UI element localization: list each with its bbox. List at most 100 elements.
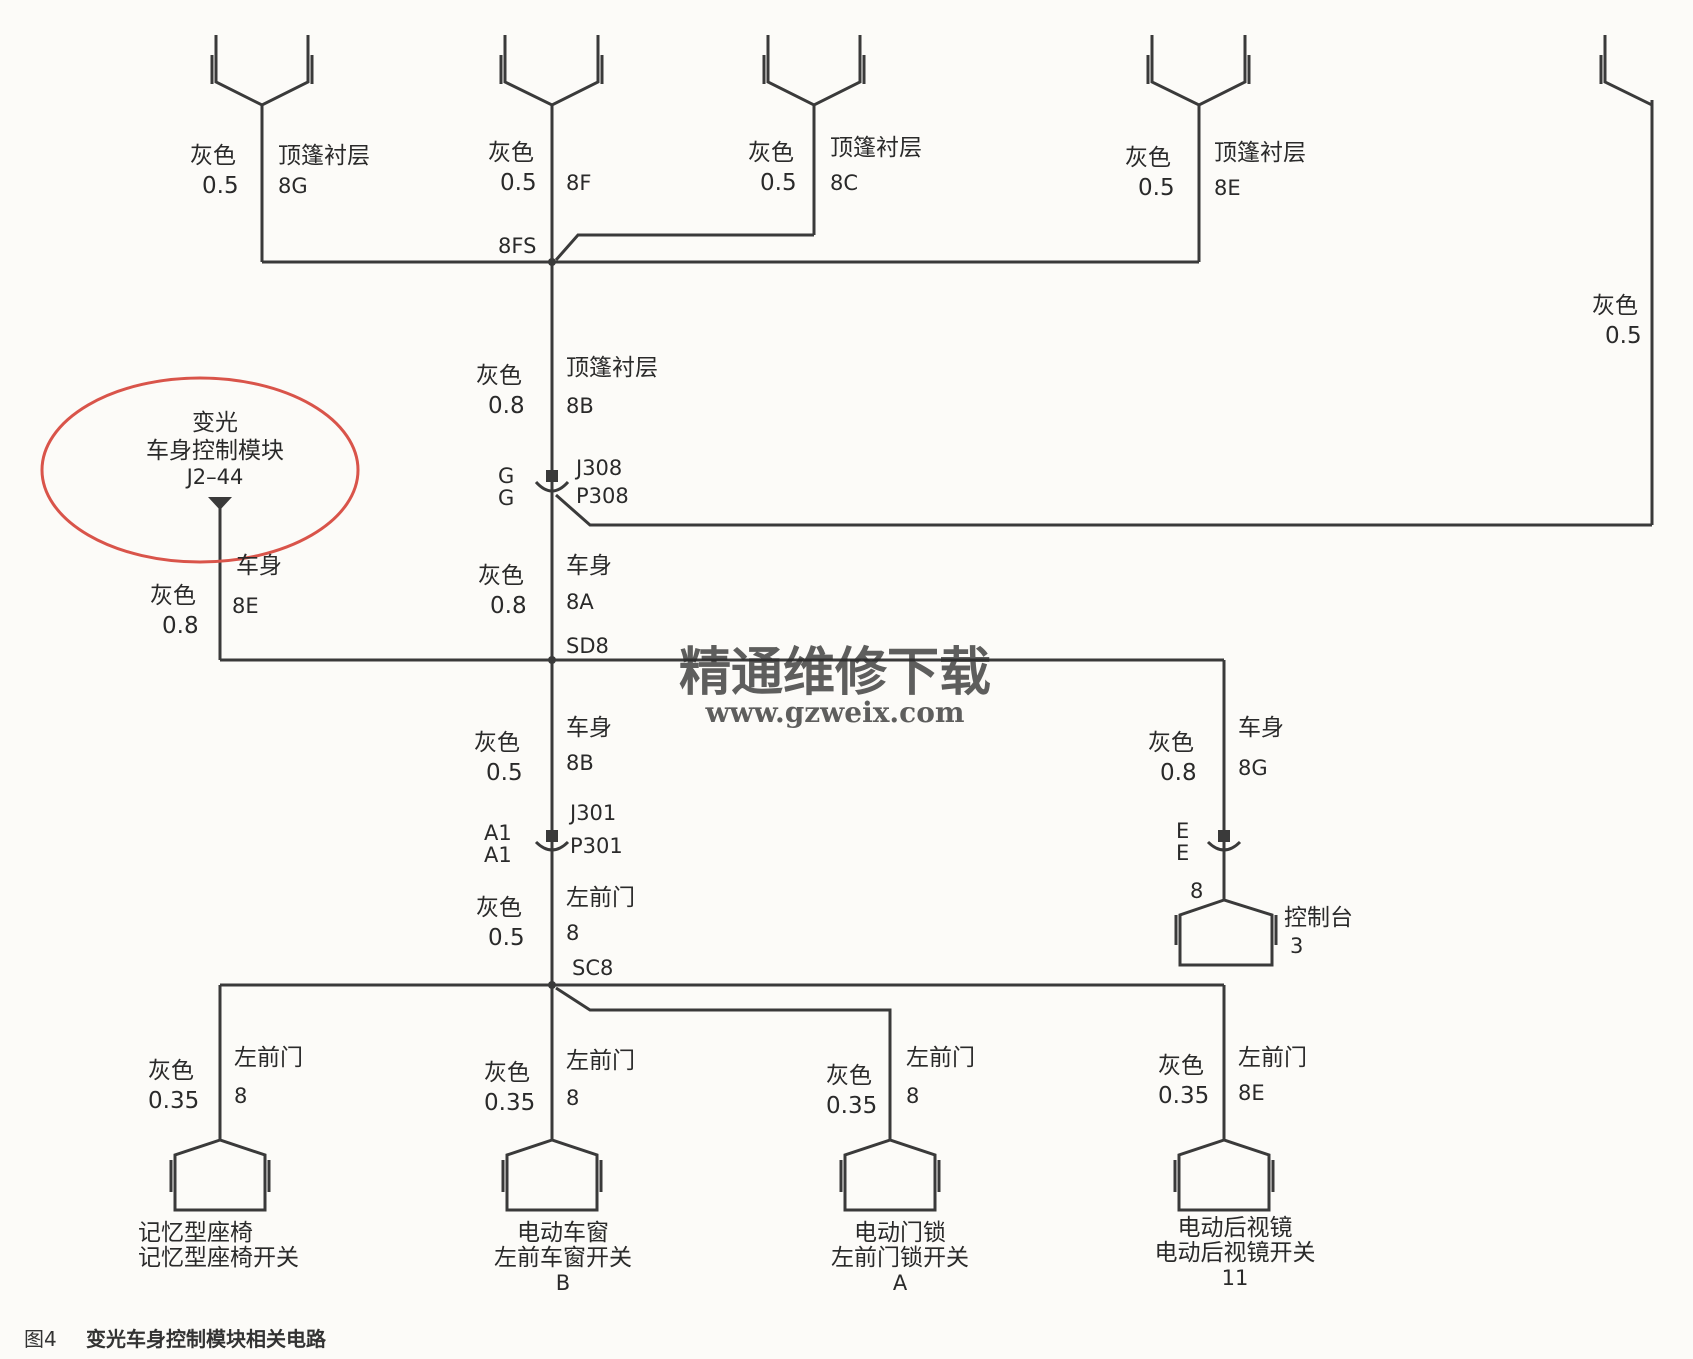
c5-color: 灰色: [1592, 293, 1638, 319]
console-num: 8: [1190, 879, 1203, 903]
connector-j308: [534, 470, 1652, 527]
splice-mid-label: SD8: [566, 634, 609, 658]
c4-pin: 8E: [1214, 176, 1241, 200]
c4-loc: 顶篷衬层: [1214, 140, 1306, 166]
c5-gauge: 0.5: [1605, 323, 1642, 349]
trunk3-color: 灰色: [474, 730, 520, 756]
console-pin: 8G: [1238, 756, 1268, 780]
b2-pin: 8: [566, 1086, 579, 1110]
b1-color: 灰色: [148, 1058, 194, 1084]
c3-gauge: 0.5: [760, 170, 797, 196]
b1-name2: 记忆型座椅开关: [138, 1245, 299, 1271]
trunk3-gauge: 0.5: [486, 760, 523, 786]
trunk2-gauge: 0.8: [490, 593, 527, 619]
b4-pin: 8E: [1238, 1081, 1265, 1105]
b3-loc: 左前门: [906, 1045, 975, 1071]
top-fork-2: [499, 35, 604, 262]
trunk1-color: 灰色: [476, 363, 522, 389]
b3-name2: 左前门锁开关: [831, 1245, 969, 1271]
c4-gauge: 0.5: [1138, 175, 1175, 201]
b3-pin: 8: [906, 1084, 919, 1108]
module-line1: 变光: [192, 410, 238, 436]
conn2-a1: A1: [484, 821, 512, 845]
connector-j301: [534, 830, 570, 852]
highlight-circle: [40, 376, 360, 564]
trunk4-color: 灰色: [476, 895, 522, 921]
trunk3-loc: 车身: [566, 715, 612, 741]
b4-name2: 电动后视镜开关: [1155, 1240, 1316, 1266]
b3-pin2: A: [893, 1271, 908, 1295]
c3-pin: 8C: [830, 171, 858, 195]
caption-number: 图4: [24, 1327, 57, 1351]
mod-loc: 车身: [236, 553, 282, 579]
trunk2-loc: 车身: [566, 553, 612, 579]
trunk2-color: 灰色: [478, 563, 524, 589]
bus-sc8-lock: [555, 986, 892, 1140]
bottom-connector-2: [501, 985, 603, 1212]
conn2-p: P301: [570, 834, 623, 858]
b4-gauge: 0.35: [1158, 1083, 1209, 1109]
trunk1-pin: 8B: [566, 394, 594, 418]
b2-color: 灰色: [484, 1060, 530, 1086]
b3-color: 灰色: [826, 1063, 872, 1089]
console-color: 灰色: [1148, 730, 1194, 756]
b2-name2: 左前车窗开关: [494, 1245, 632, 1271]
b4-color: 灰色: [1158, 1053, 1204, 1079]
console-branch: [1174, 660, 1278, 967]
trunk2-pin: 8A: [566, 590, 594, 614]
b2-loc: 左前门: [566, 1048, 635, 1074]
trunk1-gauge: 0.8: [488, 393, 525, 419]
console-gauge: 0.8: [1160, 760, 1197, 786]
c2-color: 灰色: [488, 140, 534, 166]
trunk1-loc: 顶篷衬层: [566, 355, 658, 381]
c1-color: 灰色: [190, 143, 236, 169]
trunk4-pin: 8: [566, 921, 579, 945]
top-fork-4: [1146, 35, 1251, 262]
b2-name1: 电动车窗: [517, 1220, 609, 1246]
b2-pin2: B: [556, 1271, 570, 1295]
b1-loc: 左前门: [234, 1045, 303, 1071]
module-terminal: [208, 497, 232, 510]
top-fork-1: [210, 35, 314, 262]
console-e2: E: [1176, 841, 1189, 865]
top-fork-5: [1599, 35, 1654, 525]
b2-gauge: 0.35: [484, 1090, 535, 1116]
mod-pin: 8E: [232, 594, 259, 618]
conn1-g1: G: [498, 464, 514, 488]
mod-gauge: 0.8: [162, 613, 199, 639]
b4-pin2: 11: [1222, 1266, 1249, 1290]
b4-name1: 电动后视镜: [1178, 1215, 1293, 1241]
bottom-connector-3: [839, 1138, 941, 1212]
c1-loc: 顶篷衬层: [278, 143, 370, 169]
module-line2: 车身控制模块: [146, 438, 284, 464]
splice-bot-label: SC8: [572, 956, 613, 980]
conn1-j: J308: [574, 456, 622, 480]
trunk3-pin: 8B: [566, 751, 594, 775]
bottom-connector-1: [169, 985, 271, 1212]
b1-pin: 8: [234, 1084, 247, 1108]
b3-gauge: 0.35: [826, 1093, 877, 1119]
console-e1: E: [1176, 819, 1189, 843]
c3-color: 灰色: [748, 140, 794, 166]
c2-gauge: 0.5: [500, 170, 537, 196]
console-loc: 车身: [1238, 715, 1284, 741]
c1-gauge: 0.5: [202, 173, 239, 199]
trunk4-gauge: 0.5: [488, 925, 525, 951]
top-fork-3: [554, 35, 866, 261]
mod-color: 灰色: [150, 583, 196, 609]
console-name: 控制台: [1284, 905, 1353, 931]
b3-name1: 电动门锁: [854, 1220, 946, 1246]
bottom-connector-4: [1173, 985, 1275, 1212]
caption-text: 变光车身控制模块相关电路: [86, 1327, 327, 1351]
watermark-url: www.gzweix.com: [704, 696, 964, 729]
conn1-p: P308: [576, 484, 629, 508]
conn1-g2: G: [498, 486, 514, 510]
watermark-text: 精通维修下载: [679, 642, 991, 703]
c3-loc: 顶篷衬层: [830, 135, 922, 161]
b1-name1: 记忆型座椅: [138, 1220, 253, 1246]
b4-loc: 左前门: [1238, 1045, 1307, 1071]
module-pin: J2–44: [185, 465, 244, 489]
c4-color: 灰色: [1125, 145, 1171, 171]
splice-top-label: 8FS: [498, 234, 536, 258]
